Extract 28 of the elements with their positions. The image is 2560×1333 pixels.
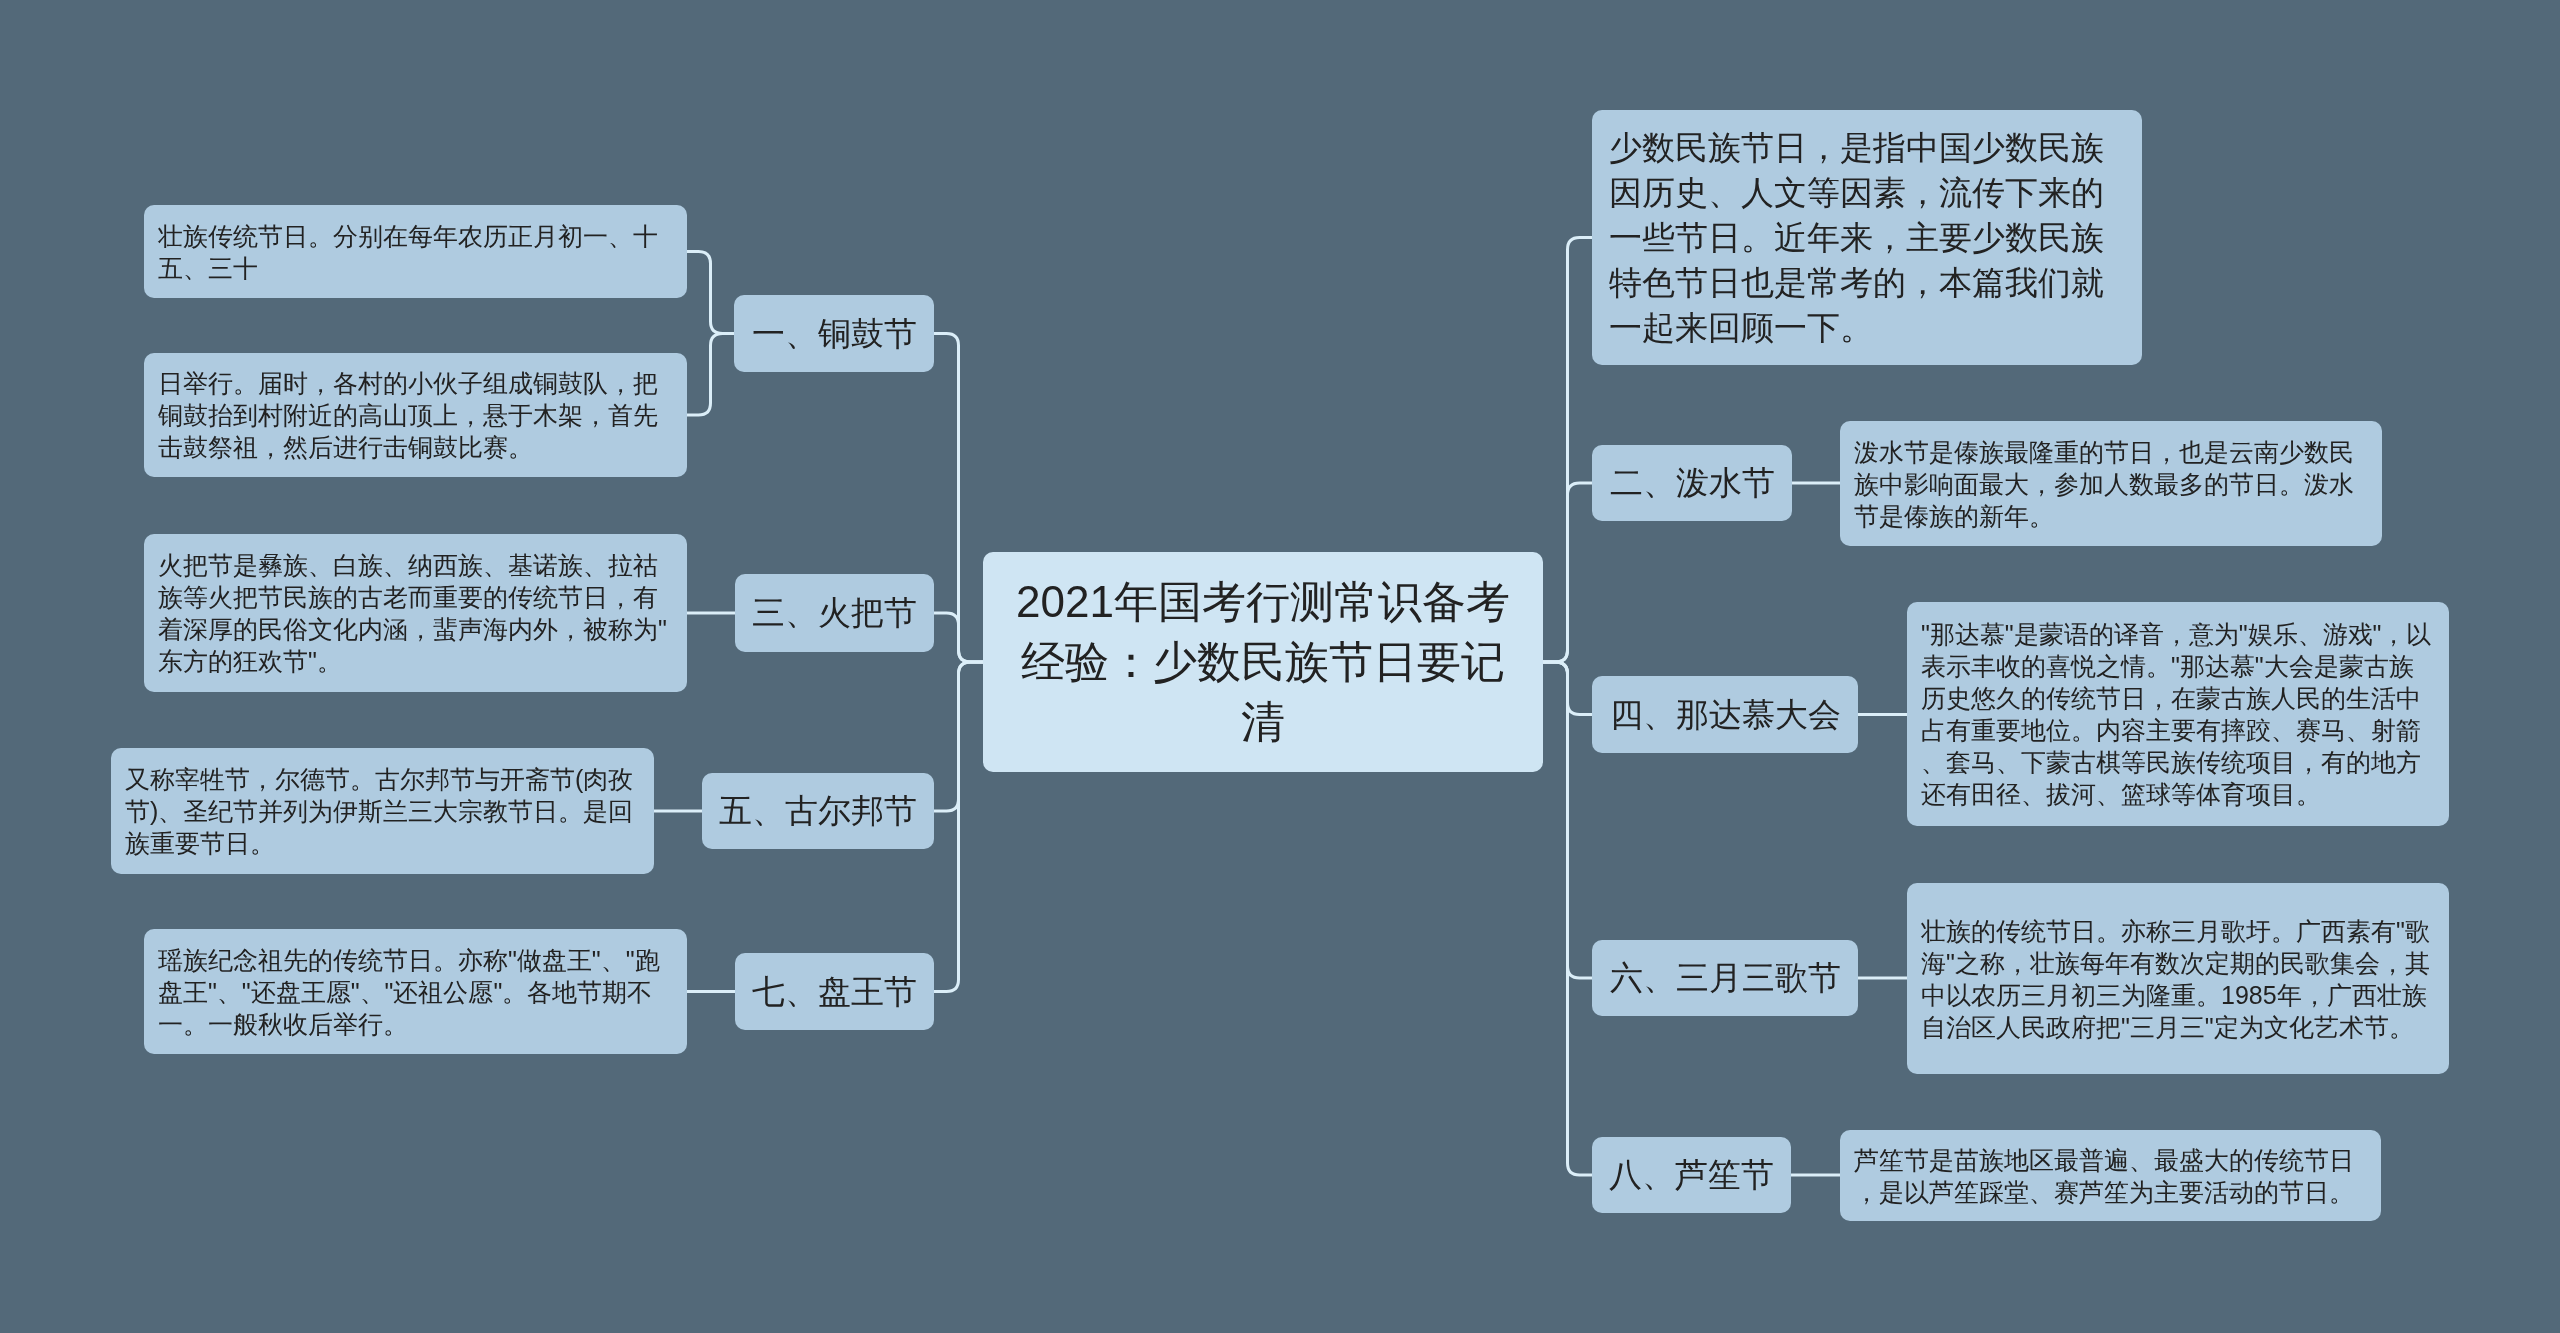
central-topic-box: 2021年国考行测常识备考经验：少数民族节日要记清: [983, 552, 1543, 772]
note-box: 又称宰牲节，尔德节。古尔邦节与开斋节(肉孜节)、圣纪节并列为伊斯兰三大宗教节日。是回族重要节日。: [111, 748, 654, 874]
topic-box: 七、盘王节: [735, 953, 934, 1030]
note-box: 芦笙节是苗族地区最普遍、最盛大的传统节日，是以芦笙踩堂、赛芦笙为主要活动的节日。: [1840, 1130, 2381, 1221]
connector-line: [1792, 481, 1840, 485]
note-box: 日举行。届时，各村的小伙子组成铜鼓队，把铜鼓抬到村附近的高山顶上，悬于木架，首先击鼓祭祖，然后进行击铜鼓比赛。: [144, 353, 687, 477]
topic-box: 三、火把节: [735, 574, 934, 652]
note-box: 瑶族纪念祖先的传统节日。亦称"做盘王"、"跑盘王"、"还盘王愿"、"还祖公愿"。各地节期不一。一般秋收后举行。: [144, 929, 687, 1054]
connector-line: [1791, 1173, 1840, 1177]
connector-line: [687, 990, 735, 993]
note-box: "那达慕"是蒙语的译音，意为"娱乐、游戏"，以表示丰收的喜悦之情。"那达慕"大会是蒙古族历史悠久的传统节日，在蒙古族人民的生活中占有重要地位。内容主要有摔跤、赛马、射箭、套马、下蒙古棋等民族传统项目，有的地方还有田径、拔河、篮球等体育项目。: [1907, 602, 2449, 826]
connector-line: [687, 611, 735, 615]
connector-line: [1858, 976, 1907, 980]
connector-line: [934, 660, 983, 993]
topic-box: 一、铜鼓节: [734, 295, 934, 372]
topic-box: 二、泼水节: [1592, 445, 1792, 521]
connector-line: [654, 809, 702, 813]
topic-box: 五、古尔邦节: [702, 773, 934, 849]
note-box: 壮族传统节日。分别在每年农历正月初一、十五、三十: [144, 205, 687, 298]
note-box: 泼水节是傣族最隆重的节日，也是云南少数民族中影响面最大，参加人数最多的节日。泼水节是傣族的新年。: [1840, 421, 2382, 546]
note-box: 火把节是彝族、白族、纳西族、基诺族、拉祜族等火把节民族的古老而重要的传统节日，有着深厚的民俗文化内涵，蜚声海内外，被称为"东方的狂欢节"。: [144, 534, 687, 692]
connector-line: [1858, 713, 1907, 716]
connector-line: [687, 332, 734, 417]
note-box: 壮族的传统节日。亦称三月歌圩。广西素有"歌海"之称，壮族每年有数次定期的民歌集会，其中以农历三月初三为隆重。1985年，广西壮族自治区人民政府把"三月三"定为文化艺术节。: [1907, 883, 2449, 1074]
topic-box: 四、那达慕大会: [1592, 676, 1858, 753]
topic-box: 六、三月三歌节: [1592, 940, 1858, 1016]
topic-box: 八、芦笙节: [1592, 1137, 1791, 1213]
note-box: 少数民族节日，是指中国少数民族因历史、人文等因素，流传下来的一些节日。近年来，主要少数民族特色节日也是常考的，本篇我们就一起来回顾一下。: [1592, 110, 2142, 365]
